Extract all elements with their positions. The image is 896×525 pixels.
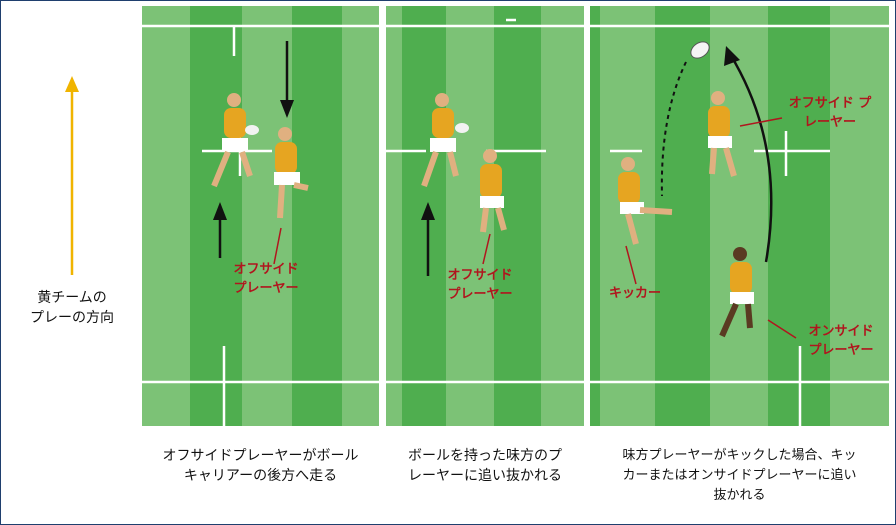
- play-direction-arrow: [65, 76, 79, 275]
- panel-1-caption: オフサイドプレーヤーがボール キャリアーの後方へ走る: [162, 448, 359, 484]
- pointer-line: [273, 227, 282, 265]
- onside-run-arrow: [728, 53, 773, 263]
- ball-carrier-figure: [211, 93, 259, 188]
- panel-1-field: [142, 6, 379, 426]
- offside-player-figure: [708, 91, 737, 177]
- pointer-line: [625, 245, 637, 285]
- panel-2-field: [386, 6, 584, 426]
- panel-3-kicker-label: キッカー: [608, 286, 661, 301]
- panel-2-caption: ボールを持った味方のプ レーヤーに追い抜かれる: [408, 448, 562, 484]
- panel-3-field: [590, 6, 889, 426]
- ball-carrier-figure: [421, 93, 469, 187]
- direction-label-line1: 黄チームの: [37, 290, 107, 306]
- ball-icon: [690, 41, 710, 59]
- pointer-line: [482, 233, 491, 265]
- panel-3-offside-label: オフサイド プ レーヤー: [788, 96, 872, 130]
- panel-3-caption: 味方プレーヤーがキックした場合、キッ カーまたはオンサイドプレーヤーに追い 抜か…: [622, 448, 857, 503]
- movement-arrow-up: [421, 202, 435, 276]
- onside-run-arrowhead: [724, 46, 740, 66]
- direction-label-line2: プレーの方向: [30, 310, 114, 326]
- panel-1-offside-label: オフサイド プレーヤー: [233, 262, 299, 296]
- play-direction-label: 黄チームの プレーの方向: [8, 288, 136, 328]
- pointer-line: [767, 319, 797, 339]
- kicker-figure: [618, 157, 673, 245]
- panel-2-offside-label: オフサイド プレーヤー: [447, 268, 513, 302]
- pointer-line: [739, 117, 783, 127]
- offside-player-figure: [274, 127, 309, 219]
- onside-player-figure: [719, 247, 754, 338]
- movement-arrow-up: [213, 202, 227, 258]
- movement-arrow-down: [280, 41, 294, 118]
- panel-3-onside-label: オンサイド プレーヤー: [808, 324, 874, 358]
- offside-player-figure: [480, 149, 507, 233]
- ball-trajectory: [660, 61, 687, 197]
